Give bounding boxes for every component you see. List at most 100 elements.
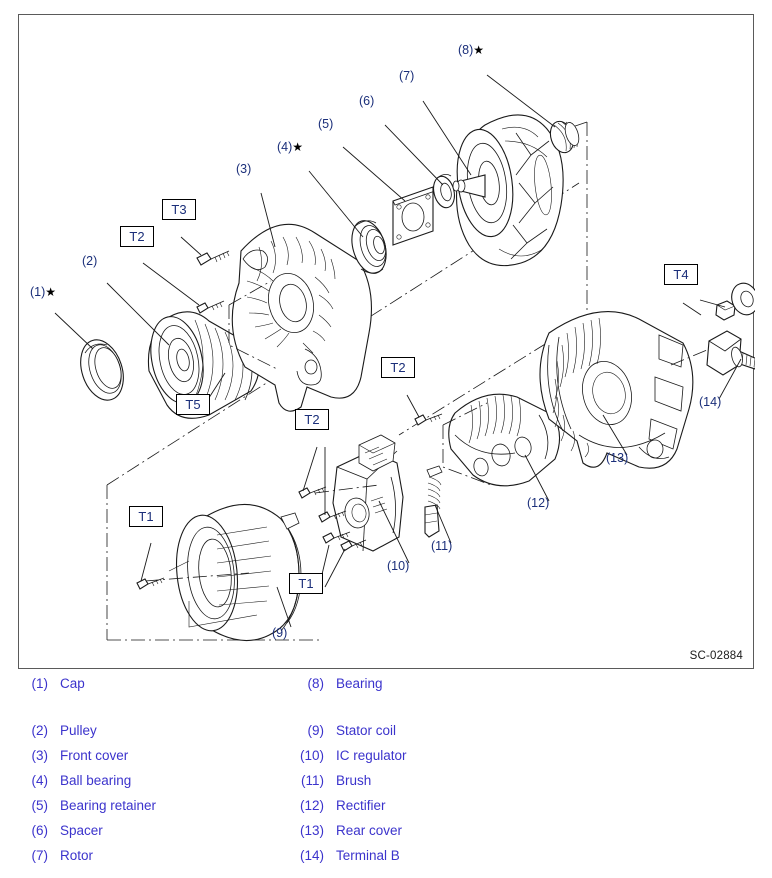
legend-item-number: (8): [307, 676, 325, 691]
part-spacer: [433, 174, 455, 209]
part-stator-coil: [144, 503, 302, 642]
legend-column-left: (1) Cap (2) Pulley (3) Front cover (4) Ball bea…: [18, 676, 318, 873]
part-rear-bearing: [549, 120, 580, 154]
callout-label-9: (9): [272, 627, 287, 640]
legend-item-number: (7): [31, 848, 49, 863]
legend-item-label: Rotor: [60, 848, 94, 863]
legend-item-label: Ball bearing: [60, 773, 132, 788]
legend-row: (9) Stator coil: [294, 723, 594, 748]
callout-label-1: (1)★: [30, 286, 56, 299]
part-rotor: [452, 114, 564, 267]
legend-row: (5) Bearing retainer: [18, 798, 318, 823]
legend-item-label: Stator coil: [336, 723, 397, 738]
torque-spec-box-t1: T1: [289, 573, 323, 594]
parts-legend: (1) Cap (2) Pulley (3) Front cover (4) Ball bea…: [18, 676, 754, 872]
bolt-group-lower: [136, 299, 726, 590]
callout-label-8: (8)★: [458, 44, 484, 57]
legend-row: (6)Spacer: [18, 823, 318, 848]
callout-number: (1): [30, 285, 46, 299]
legend-item-number: (5): [31, 798, 49, 813]
callout-number: (12): [527, 496, 550, 510]
torque-spec-box-t2: T2: [381, 357, 415, 378]
legend-item-number: (3): [31, 748, 49, 763]
star-icon: ★: [292, 140, 304, 154]
callout-label-14: (14): [699, 396, 721, 409]
bolt: [298, 486, 327, 499]
callout-label-7: (7): [399, 70, 414, 83]
part-rear-cover: [539, 311, 720, 469]
legend-item-number: (11): [300, 773, 324, 788]
part-bearing-retainer: [392, 186, 436, 246]
callout-number: (8): [458, 43, 474, 57]
legend-item-number: (9): [307, 723, 325, 738]
legend-item-label: Brush: [336, 773, 372, 788]
callout-label-10: (10): [387, 560, 409, 573]
part-front-cover: [228, 223, 372, 412]
bolt: [136, 577, 165, 590]
callout-number: (6): [359, 94, 375, 108]
callout-number: (5): [318, 117, 334, 131]
callout-label-13: (13): [606, 452, 628, 465]
part-pulley: [147, 311, 260, 419]
drawing-id: SC-02884: [689, 650, 743, 662]
callout-label-12: (12): [527, 497, 549, 510]
bolt: [340, 539, 367, 552]
legend-item-number: (12): [299, 798, 324, 813]
part-terminal-b: [706, 282, 755, 376]
legend-column-right: (8) Bearing (9) Stator coil (10) IC regulator…: [294, 676, 594, 873]
legend-item-number: (1): [31, 676, 49, 691]
torque-spec-box-t5: T5: [176, 394, 210, 415]
torque-spec-box-t3: T3: [162, 199, 196, 220]
star-icon: ★: [45, 285, 57, 299]
legend-item-number: (10): [299, 748, 324, 763]
legend-row: (3) Front cover: [18, 748, 318, 773]
legend-row: (10) IC regulator: [294, 748, 594, 773]
legend-item-number: (2): [31, 723, 49, 738]
callout-number: (3): [236, 162, 252, 176]
legend-item-label: IC regulator: [336, 748, 407, 763]
legend-item-number: (13): [299, 823, 324, 838]
callout-label-11: (11): [431, 540, 452, 553]
callout-number: (4): [277, 140, 293, 154]
legend-item-label: Bearing: [336, 676, 383, 691]
torque-spec-box-t4: T4: [664, 264, 698, 285]
bolt-group-front: [196, 250, 230, 314]
callout-number: (10): [387, 559, 410, 573]
legend-item-label: Rectifier: [336, 798, 386, 813]
callout-number: (13): [606, 451, 629, 465]
part-ic-regulator: [314, 434, 404, 552]
legend-row: (2) Pulley: [18, 723, 318, 748]
bolt: [414, 413, 443, 426]
legend-row: (8) Bearing: [294, 676, 594, 701]
callout-label-5: (5): [318, 118, 333, 131]
callout-label-6: (6): [359, 95, 374, 108]
callout-label-2: (2): [82, 255, 97, 268]
legend-item-label: Bearing retainer: [60, 798, 157, 813]
legend-row: (14)Terminal B: [294, 848, 594, 873]
callout-number: (7): [399, 69, 415, 83]
legend-row: (4) Ball bearing: [18, 773, 318, 798]
part-rectifier: [442, 393, 561, 487]
legend-row: (7) Rotor: [18, 848, 318, 873]
callout-number: (11): [431, 539, 453, 553]
diagram-frame: .ln { fill:none; stroke:#1a1a1a; stroke-…: [18, 14, 755, 669]
callout-label-3: (3): [236, 163, 251, 176]
callout-number: (9): [272, 626, 288, 640]
callout-label-4: (4)★: [277, 141, 303, 154]
legend-row: (1) Cap: [18, 676, 318, 701]
bolt: [318, 510, 347, 523]
torque-spec-box-t1: T1: [129, 506, 163, 527]
leader-lines: [54, 74, 742, 628]
legend-item-label: Pulley: [60, 723, 97, 738]
part-brush: [424, 465, 443, 538]
callout-number: (2): [82, 254, 98, 268]
legend-item-label: Cap: [60, 676, 85, 691]
legend-item-number: (4): [31, 773, 49, 788]
legend-item-number: (6): [31, 823, 49, 838]
legend-row: (13) Rear cover: [294, 823, 594, 848]
legend-item-label: Rear cover: [336, 823, 403, 838]
callout-number: (14): [699, 395, 722, 409]
bolt: [196, 300, 225, 314]
legend-item-label: Front cover: [60, 748, 129, 763]
